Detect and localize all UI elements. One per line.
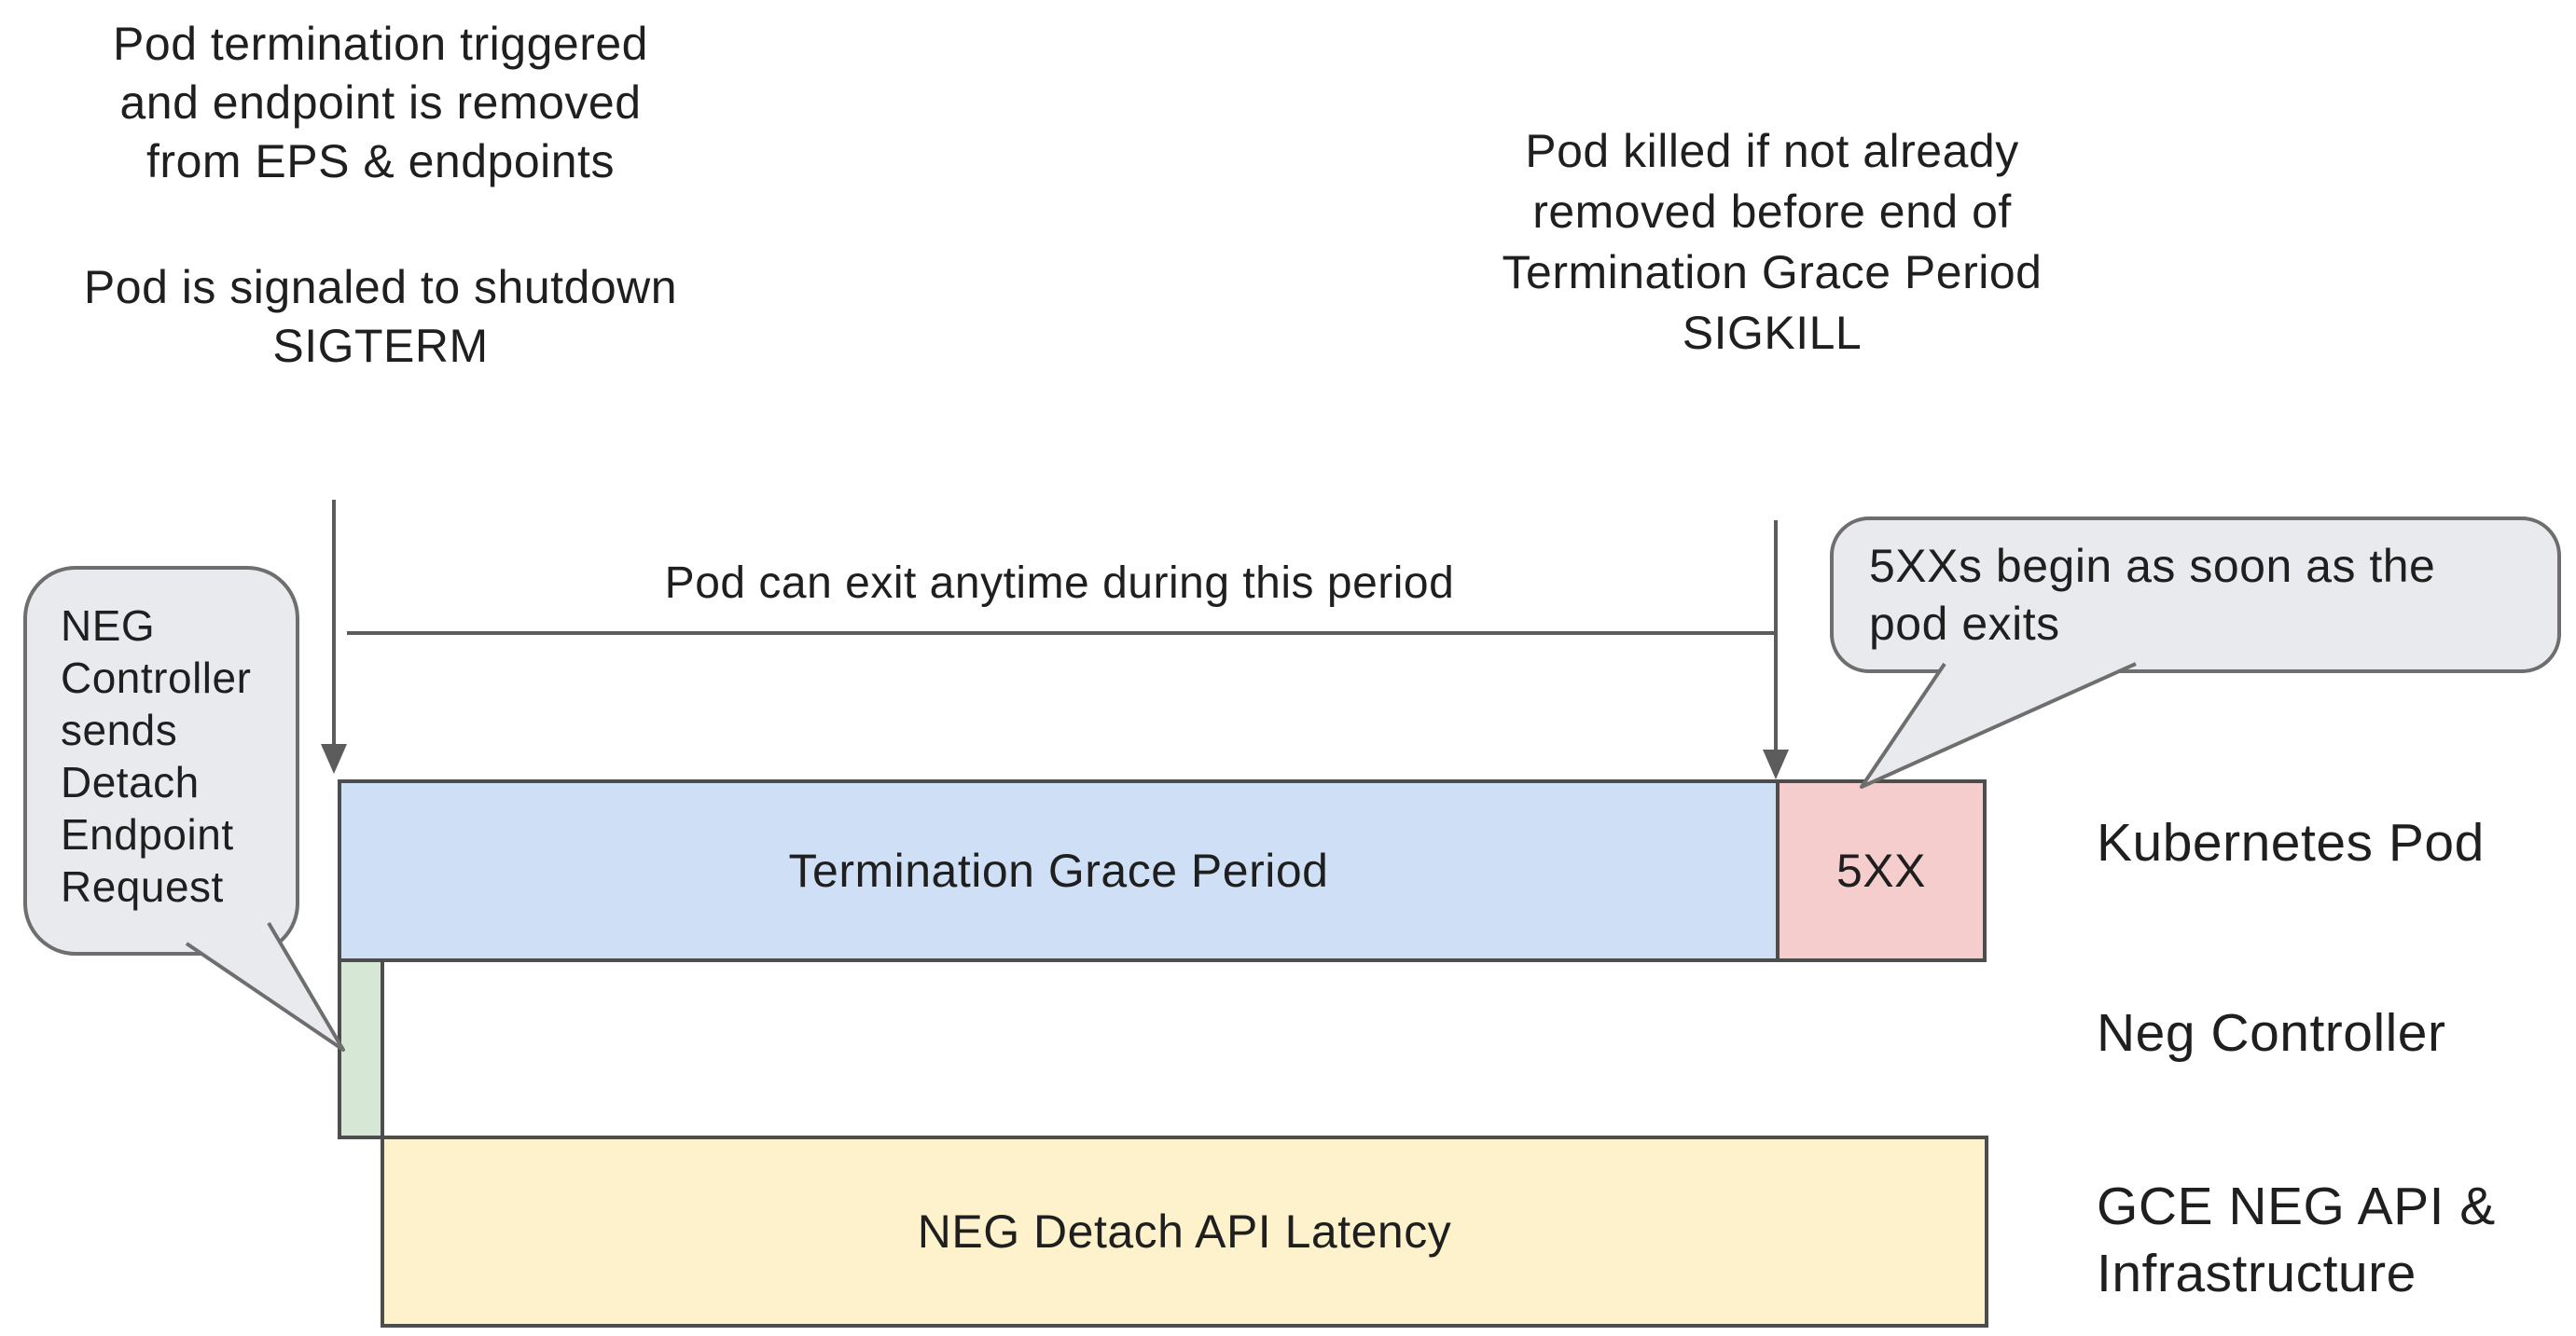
callout-5xx-begin bbox=[1830, 516, 2561, 673]
row-label-neg-controller: Neg Controller bbox=[2097, 1003, 2446, 1063]
timeline-row-kubernetes-pod: Termination Grace Period 5XX bbox=[338, 779, 1987, 962]
annotation-line: Pod killed if not already bbox=[1525, 125, 2019, 177]
annotation-pod-killed-sigkill: Pod killed if not already removed before… bbox=[1455, 121, 2089, 364]
row-label-kubernetes-pod: Kubernetes Pod bbox=[2097, 813, 2485, 873]
termination-grace-period-segment: Termination Grace Period bbox=[341, 783, 1776, 958]
callout-text: 5XXs begin as soon as the pod exits bbox=[1869, 540, 2436, 650]
annotation-line: Pod termination triggered bbox=[113, 18, 648, 70]
annotation-line: Pod is signaled to shutdown bbox=[83, 261, 678, 313]
5xx-segment: 5XX bbox=[1776, 783, 1983, 958]
annotation-line: and endpoint is removed bbox=[119, 76, 642, 129]
annotation-paragraph: Pod termination triggered and endpoint i… bbox=[54, 15, 707, 191]
period-span-label: Pod can exit anytime during this period bbox=[664, 558, 1455, 608]
annotation-line: Termination Grace Period bbox=[1502, 246, 2043, 298]
segment-label: Termination Grace Period bbox=[788, 845, 1329, 897]
row-label-gce-neg-api: GCE NEG API & Infrastructure bbox=[2097, 1177, 2496, 1303]
callout-neg-controller-detach bbox=[23, 566, 299, 956]
right-down-arrow-icon bbox=[1763, 750, 1789, 779]
callout-right-tail bbox=[1860, 662, 2137, 789]
timeline-row-gce-neg-api-bar: NEG Detach API Latency bbox=[381, 1136, 1988, 1328]
segment-label: 5XX bbox=[1835, 845, 1926, 897]
timeline-row-neg-controller-bar bbox=[338, 958, 384, 1139]
annotation-line: from EPS & endpoints bbox=[146, 135, 615, 187]
left-down-arrow-icon bbox=[321, 744, 347, 774]
annotation-pod-termination-triggered: Pod termination triggered and endpoint i… bbox=[54, 15, 707, 376]
annotation-line: SIGTERM bbox=[272, 320, 489, 372]
annotation-paragraph: Pod is signaled to shutdown SIGTERM bbox=[54, 258, 707, 376]
annotation-line: SIGKILL bbox=[1682, 307, 1863, 359]
annotation-line: removed before end of bbox=[1532, 186, 2012, 238]
callout-text: NEG Controller sends Detach Endpoint Req… bbox=[61, 601, 252, 911]
segment-label: NEG Detach API Latency bbox=[917, 1205, 1452, 1258]
